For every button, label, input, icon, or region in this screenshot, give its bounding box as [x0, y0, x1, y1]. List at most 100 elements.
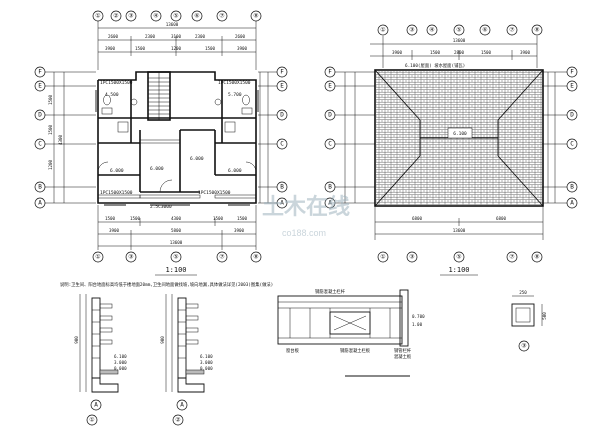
axis-bubble: ④ — [426, 24, 438, 36]
axis-bubble: ③ — [125, 251, 137, 263]
dimension-label: 1500 — [213, 216, 224, 221]
room-label: 6.000 — [190, 156, 204, 162]
floor-plan-fixtures — [97, 94, 257, 199]
dimension-label: 2300 — [145, 34, 156, 39]
svg-text:D: D — [328, 112, 332, 119]
floor-plan-right-axis-bubbles: F E D C B A — [276, 66, 288, 209]
axis-bubble: ⑦ — [506, 24, 518, 36]
svg-text:A: A — [180, 402, 184, 409]
svg-text:A: A — [94, 402, 98, 409]
floor-plan-bottom-axis-bubbles: ① ③ ⑤ ⑦ ⑧ — [92, 251, 262, 263]
dimension-label: 13600 — [453, 228, 466, 233]
axis-bubble: ⑧ — [250, 10, 262, 22]
axis-bubble: ③ — [406, 251, 418, 263]
elevation-label: 钢筋混凝土栏板 — [340, 347, 371, 354]
svg-text:A: A — [570, 200, 574, 207]
svg-text:D: D — [570, 112, 574, 119]
svg-text:D: D — [280, 112, 284, 119]
dimension-label: 3900 — [105, 46, 116, 51]
svg-text:⑤: ⑤ — [456, 254, 461, 261]
dimension-label: 3900 — [237, 46, 248, 51]
watermark-main: 土木在线 — [262, 194, 350, 219]
detail-1-slab — [99, 369, 119, 375]
dimension-label: 1500 — [481, 50, 492, 55]
room-label: 5.700 — [228, 92, 242, 98]
dimension-label: 4300 — [171, 216, 182, 221]
railing-bars — [278, 301, 402, 339]
svg-text:E: E — [328, 83, 332, 90]
svg-text:C: C — [38, 141, 42, 148]
svg-text:B: B — [280, 184, 284, 191]
svg-text:A: A — [38, 200, 42, 207]
axis-bubble: E — [34, 80, 46, 92]
dimension-label: 1500 — [130, 216, 141, 221]
floor-plan-side-dimension-lines — [45, 71, 277, 204]
dimension-label: 900 — [74, 336, 79, 344]
axis-bubble: ③ — [406, 24, 418, 36]
railing-post — [399, 289, 409, 347]
dimension-label: 3100 — [171, 34, 182, 39]
dimension-label: 1200 — [171, 46, 182, 51]
roof-outline — [374, 69, 544, 207]
dimension-label: 1500 — [105, 216, 116, 221]
floor-plan-scale: 1:100 — [165, 266, 186, 274]
axis-bubble: F — [324, 66, 336, 78]
railing-frame — [277, 295, 403, 345]
floor-plan-windows — [95, 90, 259, 206]
detail-3-inner — [515, 307, 531, 323]
svg-text:C: C — [570, 141, 574, 148]
floor-plan-bottom-dimension-lines — [97, 205, 257, 250]
svg-text:③: ③ — [128, 13, 133, 20]
dimension-label: 2600 — [235, 34, 246, 39]
axis-bubble: ⑤ — [453, 24, 465, 36]
axis-bubble: D — [566, 109, 578, 121]
roof-ridge-lines — [374, 69, 544, 207]
axis-bubble: A — [34, 197, 46, 209]
roof-note: 6.100(屋面) 坡水屋面(铺瓦) — [405, 62, 465, 69]
watermark: 土木在线 co188.com — [262, 194, 350, 238]
floor-plan-top-axis-bubbles: ① ② ③ ④ ⑤ ⑥ ⑦ ⑧ — [92, 10, 262, 22]
room-label: 6.000 — [150, 166, 164, 172]
detail-3-section — [511, 303, 535, 327]
dimension-label: 900 — [160, 336, 165, 344]
svg-text:①: ① — [89, 417, 94, 424]
dimension-label: 1500 — [237, 216, 248, 221]
dimension-label: 500 — [542, 312, 547, 320]
axis-bubble: ⑥ — [479, 24, 491, 36]
svg-text:E: E — [38, 83, 42, 90]
roof-plan-scale: 1:100 — [448, 266, 469, 274]
svg-text:A: A — [280, 200, 284, 207]
svg-text:⑦: ⑦ — [219, 13, 224, 20]
axis-bubble: ⑤ — [453, 251, 465, 263]
railing-panel-cross — [333, 315, 367, 331]
svg-text:⑦: ⑦ — [509, 254, 514, 261]
roof-plan-bottom-dimension-lines — [374, 206, 544, 240]
svg-text:A: A — [328, 200, 332, 207]
detail-2-axis-bubble: A — [176, 399, 188, 411]
svg-text:C: C — [328, 141, 332, 148]
svg-text:②: ② — [113, 13, 118, 20]
axis-bubble: B — [566, 181, 578, 193]
svg-text:F: F — [570, 69, 574, 76]
roof-tag-label: 6.100 — [453, 131, 467, 137]
dimension-label: 2600 — [108, 34, 119, 39]
axis-bubble: A — [566, 197, 578, 209]
detail-3-tag: ③ — [518, 340, 530, 352]
axis-bubble: ⑧ — [531, 24, 543, 36]
room-label: 6.000 — [228, 168, 242, 174]
dimension-label: 13600 — [453, 38, 466, 43]
axis-bubble: ③ — [125, 10, 137, 22]
axis-bubble: ⑥ — [191, 10, 203, 22]
roof-plan-left-axis-bubbles: F E D C B A — [324, 66, 336, 209]
dimension-label: 1500 — [48, 124, 53, 135]
dimension-label: 5800 — [171, 228, 182, 233]
axis-bubble: ④ — [150, 10, 162, 22]
room-label: 2.5C3000 — [150, 204, 172, 210]
axis-bubble: D — [276, 109, 288, 121]
dimension-label: 4300 — [58, 134, 63, 145]
axis-bubble: C — [324, 138, 336, 150]
svg-text:①: ① — [380, 254, 385, 261]
axis-bubble: ⑧ — [250, 251, 262, 263]
roof-plan-side-dimension-lines — [335, 71, 567, 204]
svg-text:⑧: ⑧ — [534, 27, 539, 34]
